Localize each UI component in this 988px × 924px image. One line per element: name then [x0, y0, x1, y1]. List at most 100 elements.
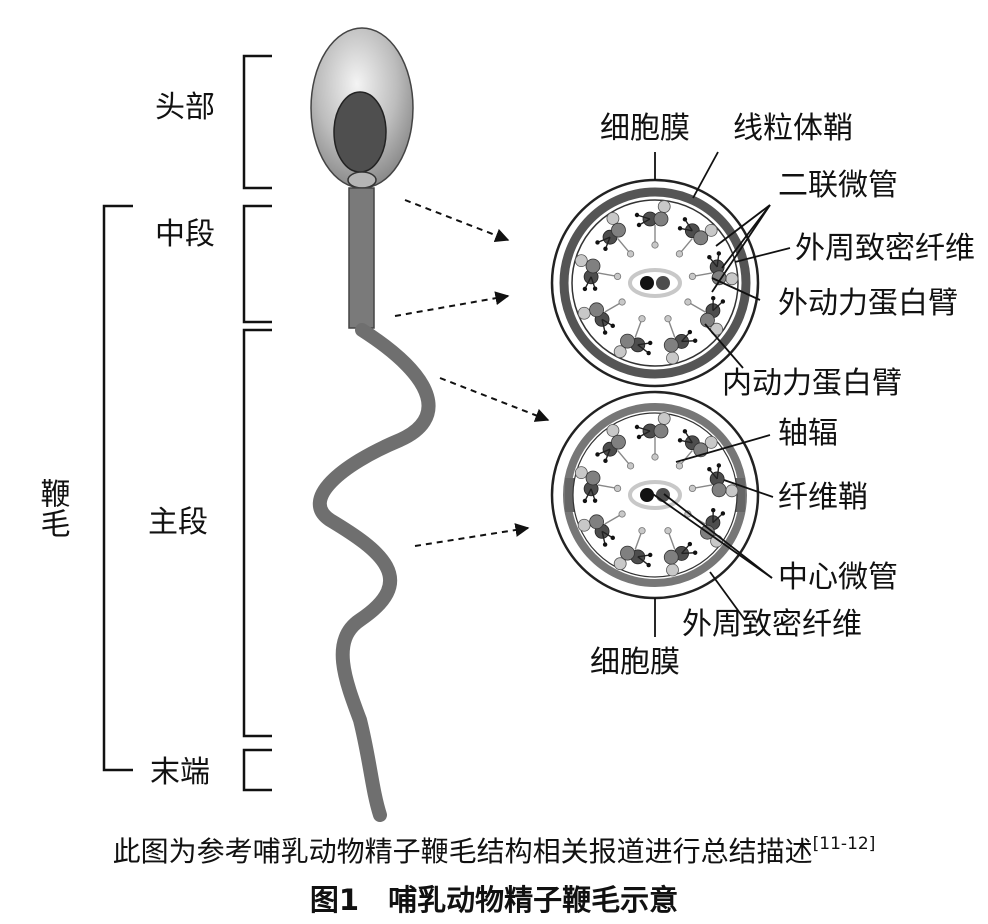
- b-tubule: [620, 545, 635, 561]
- outer-dynein-arm: [601, 319, 606, 333]
- inner-dynein-arm-tip: [592, 286, 598, 291]
- outer-dynein-arm: [636, 214, 651, 220]
- b-tubule: [585, 470, 601, 486]
- central-microtubule-left: [640, 488, 654, 502]
- outer-dense-fiber: [606, 424, 620, 437]
- mito-sheath-ring: [559, 187, 751, 379]
- radial-spoke-head: [664, 315, 672, 323]
- leader-odf-bottom: [709, 571, 746, 621]
- label-flagellum: 鞭毛: [35, 478, 70, 538]
- label-odf-bottom: 外周致密纤维: [682, 607, 862, 642]
- inner-dynein-arm-tip: [707, 466, 712, 472]
- doublet-microtubule: [613, 315, 653, 359]
- principal-piece-tail: [312, 323, 436, 822]
- radial-spoke-head: [651, 453, 659, 461]
- sperm-neck: [347, 171, 377, 189]
- inner-dynein-arm-tip: [636, 222, 642, 228]
- outer-dense-fiber: [704, 223, 718, 237]
- b-tubule: [700, 312, 715, 328]
- label-mito-sheath: 线粒体鞘: [733, 111, 853, 146]
- outer-dynein-arm: [681, 552, 696, 555]
- axoneme-principal: [574, 412, 739, 577]
- leader-fibrous-sheath: [723, 479, 774, 498]
- bracket-principal: [242, 328, 272, 738]
- leader-mito-sheath: [692, 151, 719, 199]
- radial-spoke-head: [688, 272, 697, 281]
- doublet-microtubule: [684, 295, 726, 336]
- doublet-microtubule: [577, 298, 626, 335]
- b-tubule: [663, 549, 679, 565]
- bracket-midpiece: [242, 204, 272, 324]
- label-membrane-top: 细胞膜: [600, 111, 690, 146]
- inner-dynein-arm-tip: [707, 254, 712, 260]
- leader-radial-spoke: [675, 434, 771, 463]
- leader-doublet-a: [715, 204, 771, 247]
- inner-dynein-arm-tip: [647, 552, 653, 558]
- doublet-microtubule: [577, 510, 626, 547]
- outer-dynein-arm-tip: [716, 463, 722, 468]
- label-doublet: 二联微管: [778, 168, 898, 203]
- outer-dynein-arm-tip: [595, 452, 600, 457]
- doublet-microtubule: [688, 463, 739, 498]
- caption-note: 此图为参考哺乳动物精子鞭毛结构相关报道进行总结描述[11-12]: [0, 830, 988, 870]
- b-tubule: [589, 514, 604, 530]
- outer-dense-fiber: [574, 466, 588, 480]
- doublet-microtubule: [574, 254, 622, 292]
- label-inner-arm: 内动力蛋白臂: [722, 366, 902, 401]
- outer-dense-fiber: [657, 412, 671, 425]
- central-sheath: [628, 268, 682, 298]
- doublet-microtubule: [595, 424, 635, 470]
- outer-dynein-arm: [716, 465, 720, 480]
- inner-dynein-arm-tip: [711, 507, 716, 513]
- inner-dynein-arm-tip: [687, 541, 693, 547]
- outer-dense-fiber: [613, 345, 627, 359]
- region-brackets: [102, 54, 272, 792]
- sperm-cell: [310, 27, 436, 822]
- b-tubule: [620, 333, 635, 349]
- outer-dynein-arm: [712, 512, 724, 524]
- outer-dynein-arm: [601, 531, 606, 545]
- label-membrane-bottom: 细胞膜: [590, 645, 680, 680]
- radial-spoke-head: [675, 462, 684, 470]
- outer-dense-fiber: [725, 484, 739, 498]
- inner-dynein-arm-tip: [687, 329, 693, 335]
- outer-dynein-arm-tip: [634, 424, 640, 430]
- outer-dynein-arm-tip: [582, 498, 588, 504]
- outer-dense-fiber: [577, 306, 591, 320]
- axoneme-mid: [574, 200, 739, 365]
- label-fibrous-sheath: 纤维鞘: [778, 480, 868, 515]
- doublet-microtubule: [574, 466, 622, 504]
- outer-dynein-arm-tip: [692, 550, 698, 555]
- central-sheath: [628, 480, 682, 510]
- label-flagellum-text: 鞭毛: [35, 478, 70, 538]
- label-head: 头部: [155, 90, 215, 125]
- doublet-microtubule: [634, 200, 671, 249]
- label-central-pair: 中心微管: [778, 560, 898, 595]
- inner-dynein-arm-tip: [636, 434, 642, 440]
- radial-spoke-head: [664, 527, 672, 535]
- doublet-microtubule: [675, 217, 718, 258]
- arrow-principal-1: [439, 377, 550, 422]
- label-principal: 主段: [148, 505, 208, 540]
- inner-dynein-arm-tip: [711, 295, 716, 301]
- radial-spoke-head: [618, 510, 626, 518]
- doublet-microtubule: [634, 412, 671, 461]
- radial-spoke-head: [626, 250, 635, 258]
- leader-central-b: [663, 493, 773, 579]
- radial-spoke-head: [638, 527, 646, 535]
- label-midpiece: 中段: [155, 217, 215, 252]
- outer-dynein-arm: [597, 448, 611, 456]
- leader-doublet-c: [711, 204, 771, 293]
- b-tubule: [611, 222, 626, 238]
- b-tubule: [693, 230, 709, 246]
- leader-central-a: [649, 491, 773, 579]
- inner-dynein-arm-tip: [677, 226, 683, 231]
- central-microtubule-right: [656, 276, 670, 290]
- doublet-microtubule: [663, 527, 698, 577]
- outer-dynein-arm-tip: [682, 429, 688, 434]
- label-outer-arm: 外动力蛋白臂: [778, 286, 958, 321]
- label-radial-spoke: 轴辐: [778, 416, 838, 451]
- outer-dynein-arm-tip: [582, 286, 588, 292]
- outer-dynein-arm: [637, 556, 650, 566]
